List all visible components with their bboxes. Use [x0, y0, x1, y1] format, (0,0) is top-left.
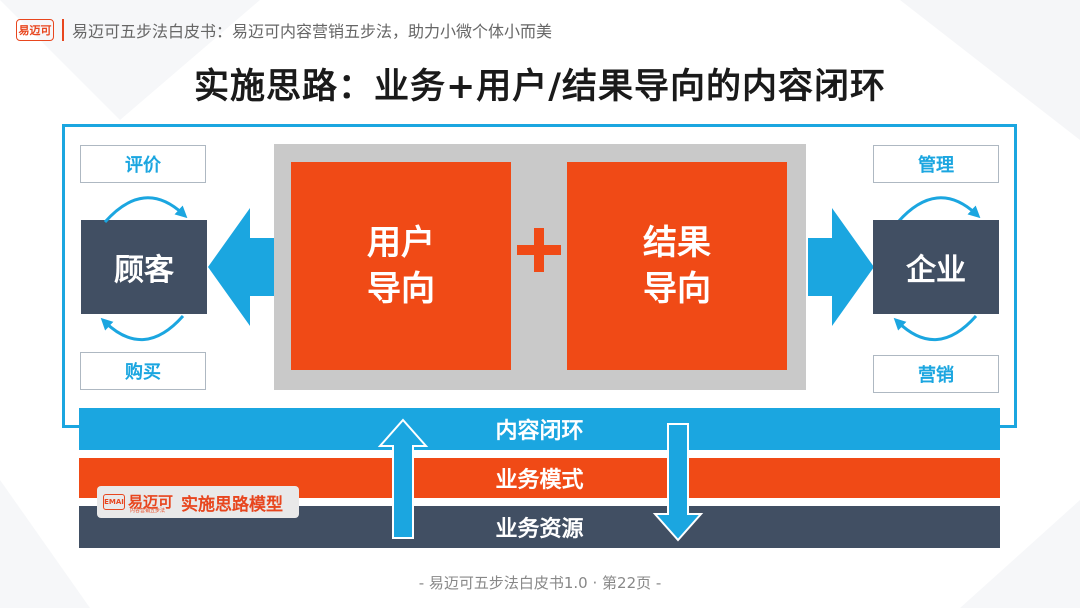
arrow-right-icon [808, 208, 874, 326]
brand-logo: 易迈可 [16, 19, 54, 41]
user-line1: 用户 [367, 223, 435, 263]
plus-icon [517, 228, 561, 272]
brand-chip-mark: EMAI [103, 494, 125, 510]
user-line2: 导向 [367, 269, 435, 309]
arrow-down-icon [652, 423, 704, 542]
header-subtitle: 易迈可五步法白皮书：易迈可内容营销五步法，助力小微个体小而美 [72, 22, 553, 41]
arrow-left-icon [208, 208, 274, 326]
band-content-loop: 内容闭环 [79, 408, 1000, 450]
brand-chip-sub: 内容营销五步法 [130, 508, 166, 514]
page-title: 实施思路：业务+用户/结果导向的内容闭环 [193, 67, 887, 107]
brand-chip-name: 易迈可 [128, 493, 174, 511]
page-footer: - 易迈可五步法白皮书1.0 · 第22页 - [418, 574, 662, 592]
label-purchase: 购买 [80, 352, 206, 390]
enterprise-box: 企业 [873, 220, 999, 314]
brand-chip: EMAI 易迈可 内容营销五步法 实施思路模型 [97, 486, 299, 518]
user-oriented-box: 用户 导向 [291, 162, 511, 370]
arrow-up-icon [377, 418, 429, 539]
model-caption: 实施思路模型 [181, 494, 283, 515]
label-review: 评价 [80, 145, 206, 183]
header-divider [62, 19, 64, 41]
brand-chip-logo: EMAI 易迈可 内容营销五步法 [103, 490, 175, 514]
result-line2: 导向 [643, 269, 711, 309]
label-management: 管理 [873, 145, 999, 183]
header: 易迈可 易迈可五步法白皮书：易迈可内容营销五步法，助力小微个体小而美 [16, 10, 552, 50]
label-marketing: 营销 [873, 355, 999, 393]
result-line1: 结果 [643, 223, 711, 263]
result-oriented-box: 结果 导向 [567, 162, 787, 370]
customer-box: 顾客 [81, 220, 207, 314]
